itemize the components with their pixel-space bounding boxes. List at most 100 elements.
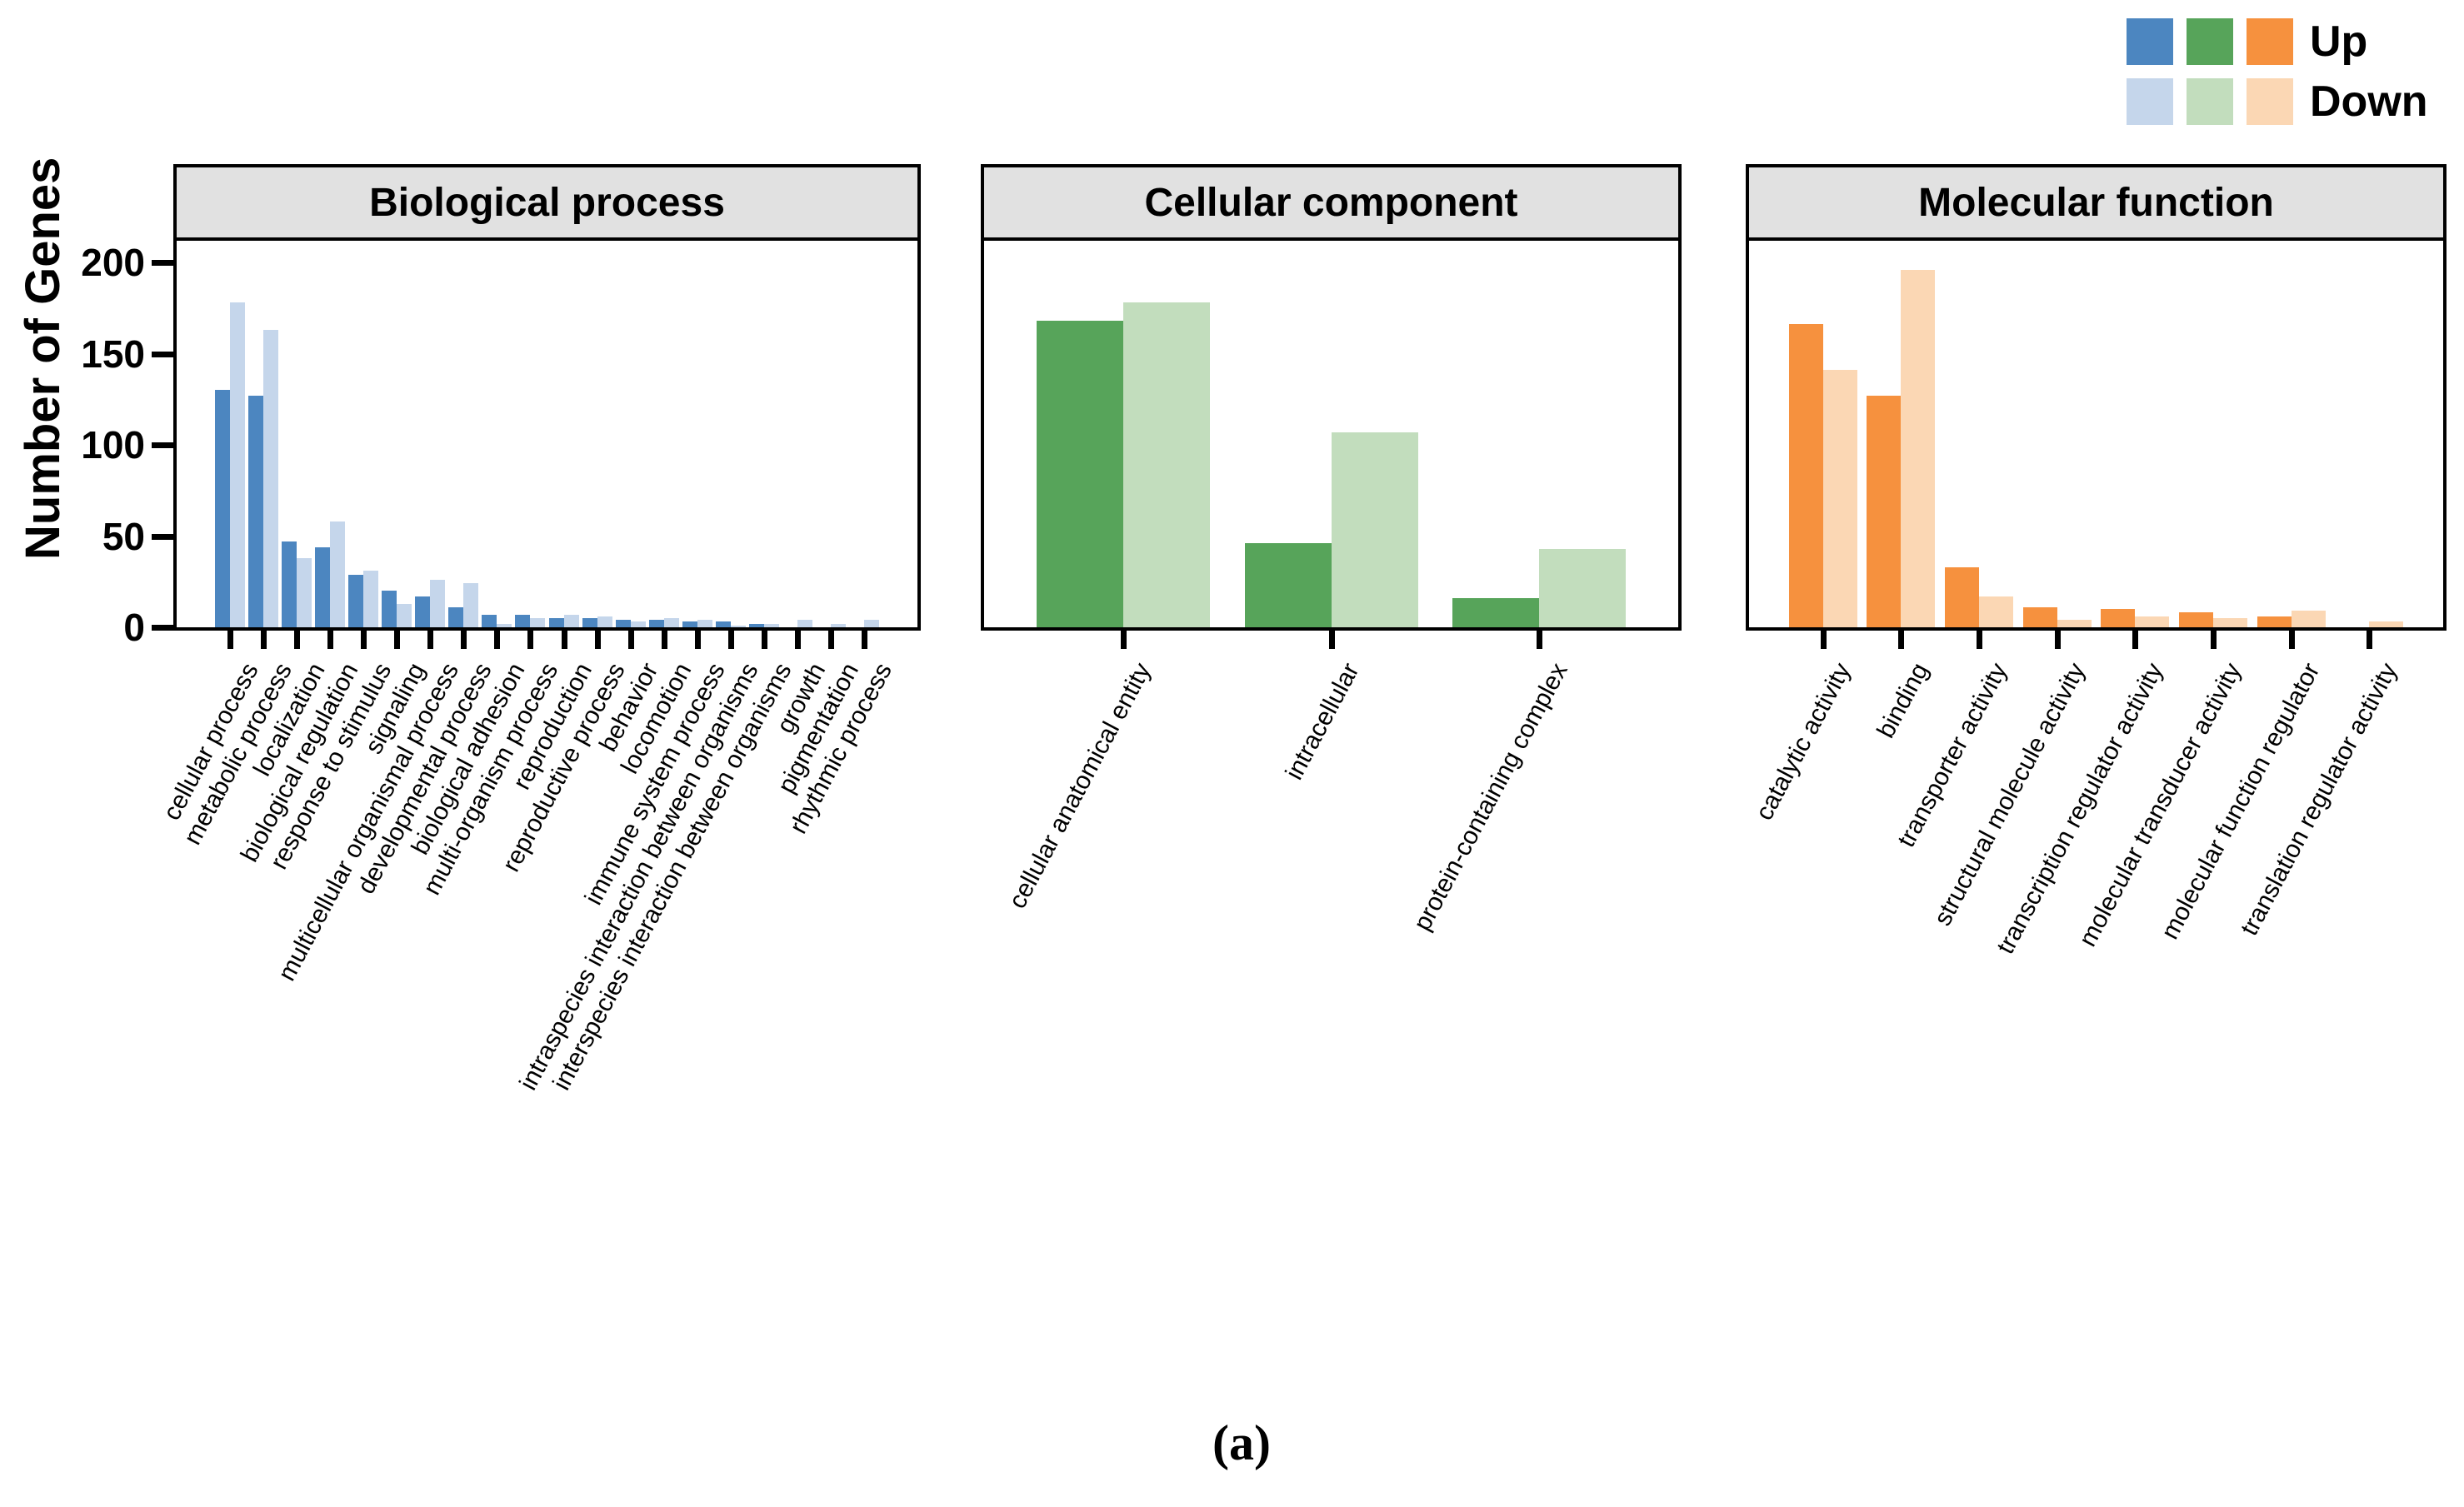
x-tick-mark <box>527 631 534 649</box>
bar-down-interspecies-interaction-between-organisms <box>763 623 779 627</box>
x-category-label: catalytic activity <box>1750 658 1857 826</box>
legend-swatch-down-blue <box>2127 78 2173 125</box>
x-tick-mark <box>1120 631 1127 649</box>
x-category-label: molecular function regulator <box>2156 658 2326 944</box>
legend-swatch-down-orange <box>2247 78 2293 125</box>
x-tick-mark <box>594 631 601 649</box>
bar-down-intracellular <box>1331 432 1418 627</box>
bar-up-immune-system-process <box>682 621 697 627</box>
legend-row-down: Down <box>2127 78 2428 125</box>
legend-row-up: Up <box>2127 18 2428 65</box>
bar-up-cellular-anatomical-entity <box>1036 321 1123 627</box>
bar-down-multi-organism-process <box>530 618 546 627</box>
y-tick-label: 150 <box>81 332 145 376</box>
bar-down-cellular-anatomical-entity <box>1122 302 1210 627</box>
bar-up-molecular-function-regulator <box>2257 616 2292 627</box>
bar-up-structural-molecule-activity <box>2022 606 2057 627</box>
bar-up-multi-organism-process <box>515 614 531 627</box>
x-tick-mark <box>727 631 734 649</box>
y-tick-mark <box>152 351 173 357</box>
bar-up-catalytic-activity <box>1788 324 1823 627</box>
bar-down-reproductive-process <box>597 616 612 627</box>
plot-area-molecular-function <box>1746 241 2447 631</box>
bar-up-reproductive-process <box>582 618 597 627</box>
bar-up-intracellular <box>1244 543 1332 627</box>
bar-up-molecular-transducer-activity <box>2179 612 2214 627</box>
x-tick-mark <box>1328 631 1335 649</box>
bar-down-immune-system-process <box>697 620 712 627</box>
bar-down-rhythmic-process <box>863 620 879 627</box>
x-tick-mark <box>794 631 801 649</box>
x-tick-mark <box>294 631 301 649</box>
bars-layer <box>984 241 1678 627</box>
legend-swatch-up-orange <box>2247 18 2293 65</box>
bar-down-metabolic-process <box>263 330 279 627</box>
bar-up-biological-adhesion <box>482 614 497 627</box>
x-tick-mark <box>1820 631 1827 649</box>
x-tick-mark <box>327 631 334 649</box>
bar-up-behavior <box>615 620 631 627</box>
bar-down-pigmentation <box>830 623 846 627</box>
y-tick-mark <box>152 442 173 448</box>
x-tick-mark <box>361 631 367 649</box>
bar-down-locomotion <box>663 618 679 627</box>
bar-up-cellular-process <box>215 390 231 627</box>
panel-header-molecular-function: Molecular function <box>1746 164 2447 241</box>
x-tick-mark <box>861 631 867 649</box>
plot-area-biological-process <box>173 241 921 631</box>
panel-title: Biological process <box>369 180 725 225</box>
y-tick-mark <box>152 625 173 631</box>
bar-up-signaling <box>382 591 397 627</box>
bar-down-biological-regulation <box>330 521 346 627</box>
bar-down-intraspecies-interaction-between-organisms <box>730 625 746 627</box>
bar-up-biological-regulation <box>315 546 331 627</box>
x-tick-mark <box>427 631 434 649</box>
x-category-label: protein-containing complex <box>1408 658 1573 936</box>
bar-up-developmental-process <box>448 606 464 627</box>
x-tick-mark <box>2288 631 2295 649</box>
bar-up-transporter-activity <box>1944 566 1979 627</box>
x-category-label: intracellular <box>1280 658 1365 785</box>
figure-caption: (a) <box>1212 1415 1271 1470</box>
x-category-label: translation regulator activity <box>2236 658 2403 941</box>
y-tick-mark <box>152 260 173 266</box>
x-tick-mark <box>461 631 467 649</box>
bar-down-transcription-regulator-activity <box>2135 616 2170 627</box>
bar-down-binding <box>1901 269 1936 627</box>
bar-up-interspecies-interaction-between-organisms <box>748 623 764 627</box>
bar-down-translation-regulator-activity <box>2369 621 2404 627</box>
x-tick-mark <box>827 631 834 649</box>
legend-label-up: Up <box>2310 17 2368 66</box>
bar-down-molecular-function-regulator <box>2291 611 2326 627</box>
bar-up-response-to-stimulus <box>348 574 364 627</box>
bar-down-behavior <box>630 621 646 627</box>
x-tick-mark <box>1976 631 1982 649</box>
bar-down-structural-molecule-activity <box>2057 620 2092 627</box>
legend-label-down: Down <box>2310 77 2428 126</box>
bar-up-localization <box>282 541 297 627</box>
x-category-label: structural molecule activity <box>1928 658 2091 931</box>
bar-up-metabolic-process <box>248 395 264 627</box>
x-tick-mark <box>261 631 267 649</box>
panel-cellular-component: Cellular component cellular anatomical e… <box>981 164 1682 936</box>
bar-down-localization <box>297 557 312 627</box>
x-tick-mark <box>1898 631 1905 649</box>
x-tick-mark <box>494 631 501 649</box>
legend-swatch-down-green <box>2187 78 2233 125</box>
bars-layer <box>1749 241 2443 627</box>
panel-header-cellular-component: Cellular component <box>981 164 1682 241</box>
bar-up-locomotion <box>648 620 664 627</box>
bar-down-response-to-stimulus <box>363 571 379 627</box>
bar-up-binding <box>1867 395 1902 627</box>
bar-up-intraspecies-interaction-between-organisms <box>715 621 731 627</box>
x-tick-mark <box>2367 631 2373 649</box>
x-tick-mark <box>561 631 567 649</box>
x-tick-mark <box>627 631 634 649</box>
x-tick-mark <box>2054 631 2061 649</box>
panel-title: Molecular function <box>1918 180 2274 225</box>
x-category-label: cellular anatomical entity <box>1003 658 1157 914</box>
bar-down-growth <box>797 620 812 627</box>
bar-down-multicellular-organismal-process <box>430 580 446 627</box>
